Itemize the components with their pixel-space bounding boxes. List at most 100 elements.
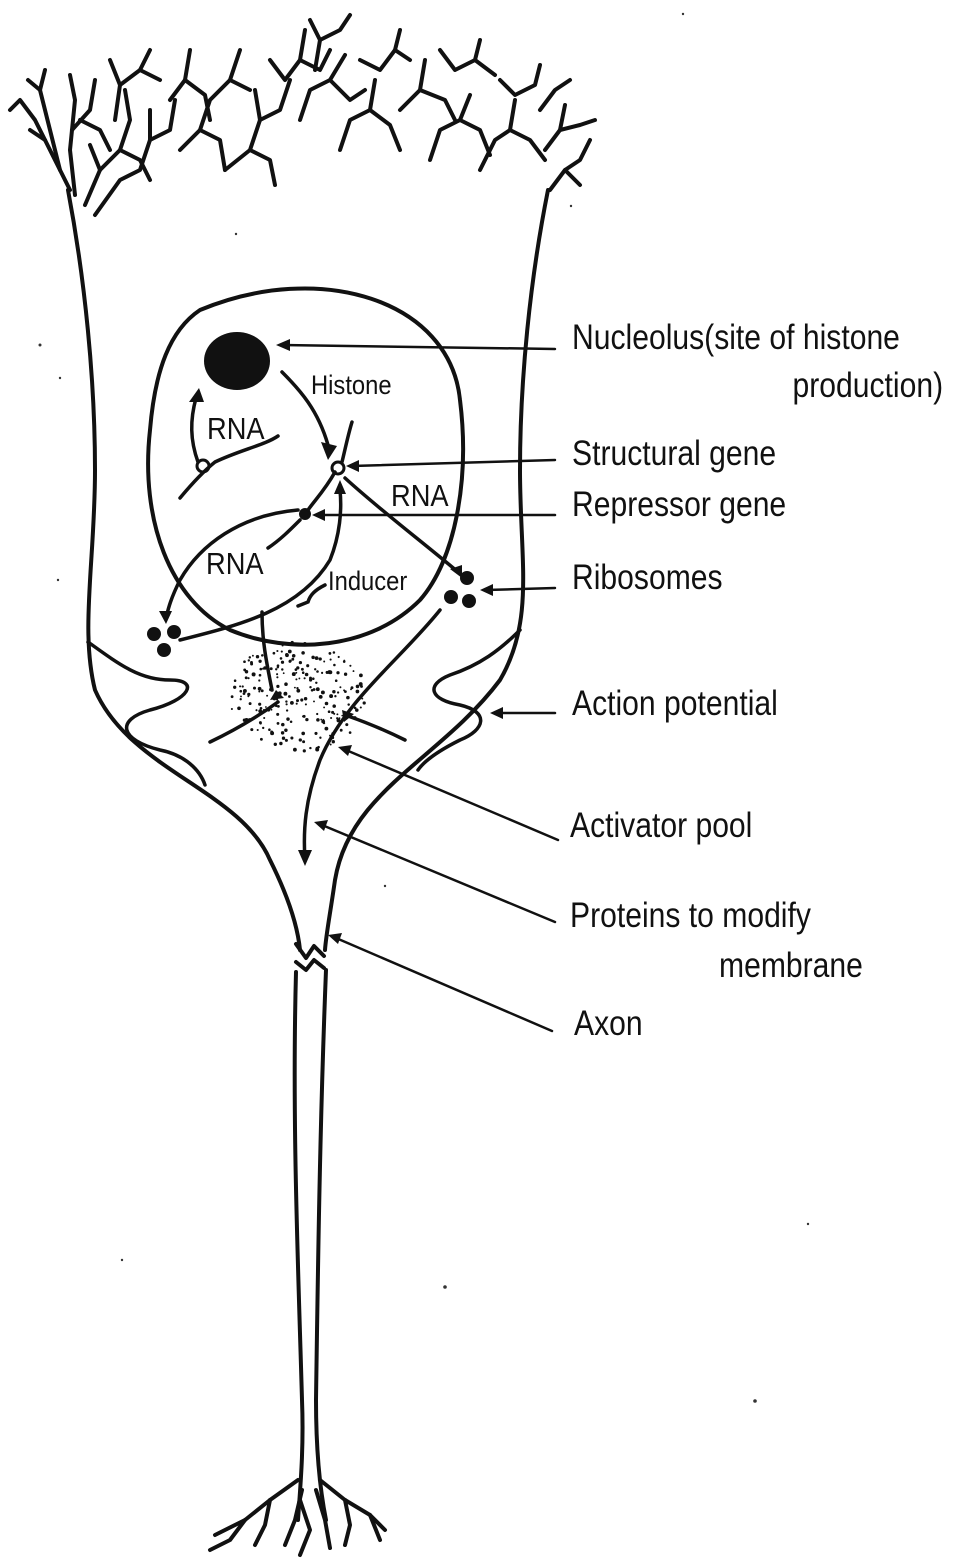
activator-dot bbox=[314, 668, 316, 670]
activator-dot bbox=[258, 703, 261, 706]
speck bbox=[39, 344, 42, 347]
speck bbox=[384, 885, 386, 887]
activator-dot bbox=[240, 695, 242, 697]
activator-pool-stipple bbox=[231, 641, 367, 753]
activator-dot bbox=[255, 709, 257, 711]
activator-dot bbox=[276, 713, 279, 716]
activator-dot bbox=[321, 672, 323, 674]
activator-dot bbox=[343, 660, 346, 663]
activator-dot bbox=[329, 735, 331, 737]
activator-dot bbox=[285, 739, 288, 742]
leader-ribosomes bbox=[486, 588, 555, 590]
activator-dot bbox=[309, 747, 311, 749]
leader-axon bbox=[336, 938, 552, 1031]
inducer-pointer bbox=[298, 585, 325, 606]
activator-dot bbox=[239, 690, 242, 693]
activator-dot bbox=[302, 740, 305, 743]
activator-dot bbox=[258, 691, 260, 693]
activator-dot bbox=[304, 697, 307, 700]
activator-dot bbox=[296, 699, 299, 702]
rna-to-nucleolus-path bbox=[192, 398, 198, 462]
activator-dot bbox=[302, 671, 305, 674]
activator-dot bbox=[309, 677, 312, 680]
activator-dot bbox=[321, 690, 325, 694]
activator-dot bbox=[288, 650, 292, 654]
activator-dot bbox=[339, 686, 341, 688]
arrowhead-ribosomes-leader bbox=[480, 584, 493, 596]
activator-dot bbox=[303, 749, 306, 752]
nucleolus bbox=[204, 332, 270, 390]
activator-dot bbox=[243, 689, 247, 693]
arrowhead-histone bbox=[321, 442, 337, 460]
activator-dot bbox=[231, 695, 234, 698]
activator-dot bbox=[259, 721, 262, 724]
label-proteins: Proteins to modify bbox=[570, 896, 811, 936]
activator-dot bbox=[295, 672, 297, 674]
activator-dot bbox=[316, 670, 319, 673]
activator-dot bbox=[262, 727, 264, 729]
activator-dot bbox=[353, 670, 355, 672]
label-action-potential: Action potential bbox=[572, 684, 778, 724]
activator-dot bbox=[331, 732, 334, 735]
leader-nucleolus bbox=[282, 345, 555, 349]
activator-dot bbox=[337, 719, 341, 723]
activator-dot bbox=[253, 687, 256, 690]
activator-dot bbox=[273, 652, 276, 655]
speck bbox=[753, 1399, 757, 1403]
activator-dot bbox=[265, 706, 267, 708]
activator-dot bbox=[300, 698, 303, 701]
activator-dot bbox=[258, 679, 260, 681]
activator-dot bbox=[275, 705, 278, 708]
activator-dot bbox=[277, 705, 280, 708]
activator-inflow-left bbox=[210, 702, 278, 742]
leader-proteins bbox=[322, 825, 555, 922]
label-structural-gene: Structural gene bbox=[572, 434, 776, 474]
activator-dot bbox=[240, 698, 242, 700]
activator-dot bbox=[325, 702, 329, 706]
activator-dot bbox=[284, 682, 288, 686]
activator-dot bbox=[306, 664, 309, 667]
activator-dot bbox=[356, 685, 360, 689]
activator-dot bbox=[301, 732, 305, 736]
activator-dot bbox=[329, 652, 332, 655]
activator-dot bbox=[296, 689, 300, 693]
activator-dot bbox=[320, 719, 322, 721]
ribosome-cluster-left bbox=[147, 625, 181, 657]
activator-dot bbox=[266, 695, 268, 697]
speck bbox=[121, 1259, 123, 1261]
activator-dot bbox=[248, 659, 250, 661]
activator-dot bbox=[313, 688, 316, 691]
structural-gene-strand bbox=[308, 422, 352, 510]
activator-dot bbox=[338, 656, 340, 658]
arrowhead-rna-to-nucleolus bbox=[189, 388, 204, 402]
activator-stem bbox=[262, 612, 272, 690]
activator-dot bbox=[334, 695, 336, 697]
activator-dot bbox=[249, 656, 251, 658]
activator-dot bbox=[276, 676, 278, 678]
label-repressor-gene: Repressor gene bbox=[572, 485, 786, 525]
arrowhead-proteins-leader bbox=[314, 820, 328, 831]
activator-dot bbox=[259, 668, 262, 671]
activator-dot bbox=[323, 661, 325, 663]
activator-dot bbox=[301, 651, 305, 655]
activator-dot bbox=[316, 713, 318, 715]
activator-dot bbox=[330, 659, 332, 661]
label-ribosomes: Ribosomes bbox=[572, 558, 723, 598]
activator-dot bbox=[344, 673, 347, 676]
label-axon: Axon bbox=[574, 1004, 643, 1044]
activator-dot bbox=[355, 708, 359, 712]
speck bbox=[57, 579, 59, 581]
activator-dot bbox=[276, 685, 279, 688]
activator-dot bbox=[276, 673, 278, 675]
activator-dot bbox=[277, 666, 279, 668]
activator-dot bbox=[282, 737, 285, 740]
activator-dot bbox=[242, 685, 244, 687]
label-nucleolus-cont: production) bbox=[792, 366, 943, 406]
activator-dot bbox=[258, 687, 262, 691]
activator-dot bbox=[248, 677, 250, 679]
arrowhead-nucleolus-leader bbox=[276, 339, 290, 351]
activator-dot bbox=[262, 668, 264, 670]
activator-dot bbox=[335, 679, 338, 682]
activator-dot bbox=[283, 692, 287, 696]
activator-dot bbox=[324, 727, 328, 731]
